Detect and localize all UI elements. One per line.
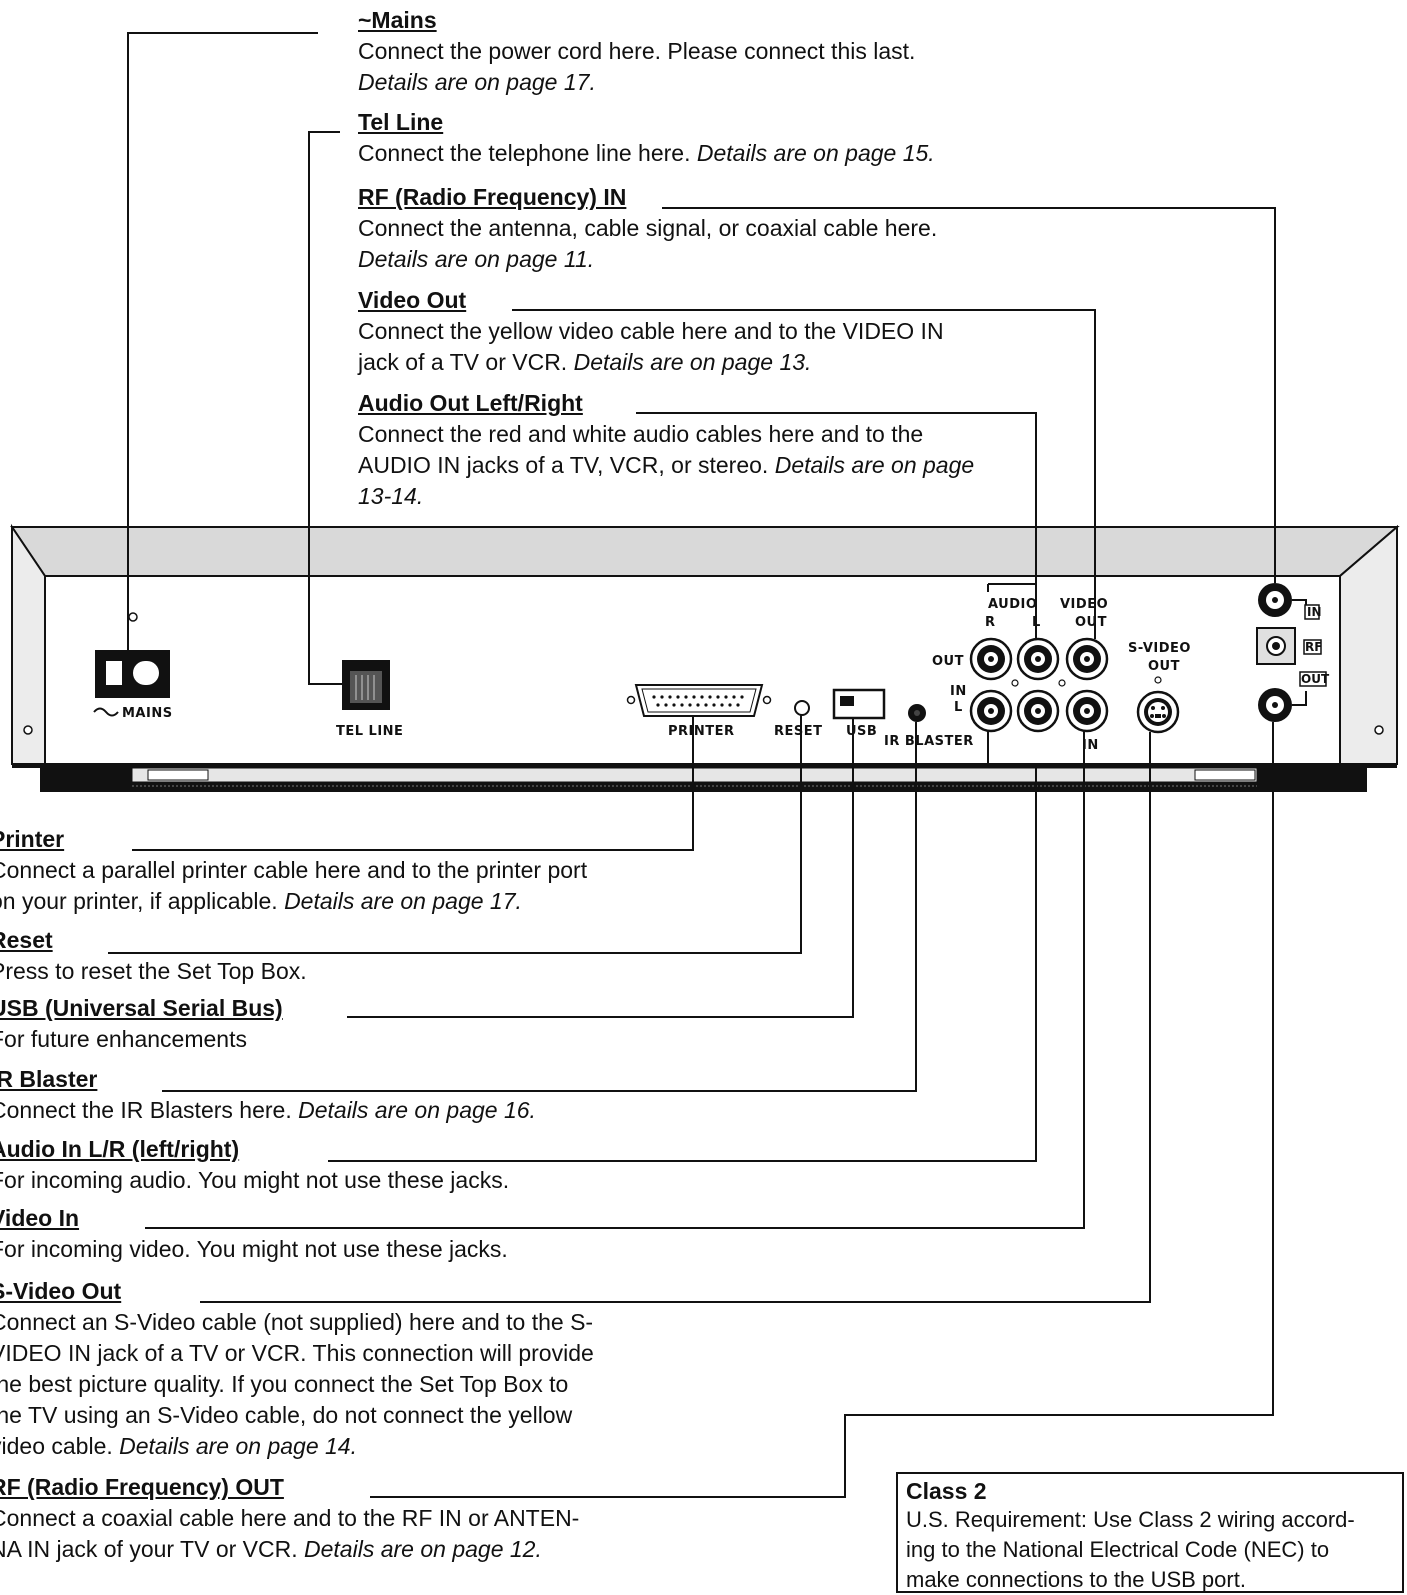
av-jack-labels: AUDIO VIDEO R L OUT OUT IN L IN S-VIDEO … bbox=[932, 583, 1191, 753]
callout-svideo-out: S-Video Out Connect an S-Video cable (no… bbox=[0, 1276, 594, 1462]
ir-blaster-panel-label: IR BLASTER bbox=[884, 734, 974, 749]
callout-printer: Printer Connect a parallel printer cable… bbox=[0, 824, 587, 917]
leader-printer bbox=[132, 716, 694, 851]
audio-r-panel-label: R bbox=[985, 615, 996, 630]
callout-title: Reset bbox=[0, 927, 53, 953]
rf-out-panel-label: OUT bbox=[1301, 672, 1330, 686]
callout-reset: Reset Press to reset the Set Top Box. bbox=[0, 925, 307, 987]
audio-out-l-jack[interactable] bbox=[1016, 637, 1060, 681]
callout-rf-in: RF (Radio Frequency) IN Connect the ante… bbox=[358, 184, 938, 272]
rf-in-panel-label: IN bbox=[1307, 605, 1322, 619]
tel-line-jack[interactable]: TEL LINE bbox=[336, 660, 403, 739]
in-row-panel-label: IN bbox=[950, 684, 967, 699]
callout-video-in: Video In For incoming video. You might n… bbox=[0, 1203, 508, 1265]
leader-rf-out bbox=[370, 722, 1274, 1498]
printer-port[interactable]: PRINTER bbox=[626, 684, 772, 739]
rf-in-connector[interactable]: IN bbox=[1258, 583, 1322, 620]
callout-ir-blaster: IR Blaster Connect the IR Blasters here.… bbox=[0, 1064, 536, 1126]
class2-title: Class 2 bbox=[906, 1478, 987, 1504]
leader-video-in bbox=[145, 731, 1085, 1229]
audio-in-l-jack[interactable] bbox=[1016, 689, 1060, 733]
svideo-out-panel-label: OUT bbox=[1148, 659, 1180, 674]
ir-blaster-jack[interactable]: IR BLASTER bbox=[884, 704, 974, 749]
leader-usb bbox=[347, 718, 854, 1018]
video-in-jack[interactable] bbox=[1065, 689, 1109, 733]
leader-lines bbox=[108, 32, 1276, 1498]
callout-title: Audio In L/R (left/right) bbox=[0, 1136, 240, 1162]
callout-title: Video In bbox=[0, 1205, 80, 1231]
callout-title: IR Blaster bbox=[0, 1066, 98, 1092]
leader-audio-out bbox=[636, 412, 1037, 639]
callout-title: Audio Out Left/Right bbox=[358, 390, 583, 416]
callout-audio-in: Audio In L/R (left/right) For incoming a… bbox=[0, 1134, 509, 1196]
callout-title: RF (Radio Frequency) OUT bbox=[0, 1474, 284, 1500]
usb-panel-label: USB bbox=[846, 724, 877, 739]
callout-audio-out: Audio Out Left/Right Connect the red and… bbox=[358, 390, 975, 509]
rf-out-connector[interactable]: OUT bbox=[1258, 671, 1330, 722]
callout-title: USB (Universal Serial Bus) bbox=[0, 995, 283, 1021]
leader-video-out bbox=[512, 309, 1096, 639]
callout-title: Tel Line bbox=[358, 109, 444, 135]
reset-panel-label: RESET bbox=[774, 724, 823, 739]
leader-svideo-out bbox=[200, 732, 1151, 1303]
reset-button[interactable]: RESET bbox=[774, 700, 823, 739]
svideo-out-jack[interactable] bbox=[1136, 690, 1180, 734]
audio-out-r-jack[interactable] bbox=[969, 637, 1013, 681]
mains-socket[interactable]: MAINS bbox=[93, 650, 173, 721]
set-top-box-rear-panel bbox=[10, 523, 1400, 792]
leader-audio-in bbox=[328, 767, 1037, 1162]
tel-line-panel-label: TEL LINE bbox=[336, 724, 403, 739]
video-in-panel-label: IN bbox=[1082, 738, 1099, 753]
audio-panel-label: AUDIO bbox=[988, 597, 1037, 612]
callout-title: ~Mains bbox=[358, 7, 437, 33]
mains-panel-label: MAINS bbox=[122, 706, 173, 721]
callout-title: S-Video Out bbox=[0, 1278, 122, 1304]
callout-title: Video Out bbox=[358, 287, 467, 313]
callout-mains: ~Mains Connect the power cord here. Plea… bbox=[358, 7, 916, 95]
callout-title: RF (Radio Frequency) IN bbox=[358, 184, 627, 210]
svideo-panel-label: S-VIDEO bbox=[1128, 641, 1191, 656]
callout-usb: USB (Universal Serial Bus) For future en… bbox=[0, 993, 283, 1055]
leader-mains bbox=[127, 32, 318, 690]
out-row-panel-label: OUT bbox=[932, 654, 964, 669]
callout-video-out: Video Out Connect the yellow video cable… bbox=[358, 287, 944, 375]
class2-line: U.S. Requirement: Use Class 2 wiring acc… bbox=[906, 1507, 1355, 1532]
leader-ir-blaster bbox=[162, 722, 917, 1092]
video-out-jack[interactable] bbox=[1065, 637, 1109, 681]
printer-panel-label: PRINTER bbox=[668, 724, 735, 739]
leader-rf-in bbox=[662, 207, 1276, 583]
class2-line: make connections to the USB port. bbox=[906, 1567, 1246, 1592]
callout-tel-line: Tel Line Connect the telephone line here… bbox=[358, 109, 935, 166]
video-out-panel-label: OUT bbox=[1075, 615, 1107, 630]
audio-in-r-jack[interactable] bbox=[969, 689, 1013, 733]
rf-panel-label: RF bbox=[1305, 640, 1322, 654]
in-l-panel-label: L bbox=[954, 700, 963, 715]
leader-audio-in-bracket bbox=[987, 731, 1036, 768]
callout-title: Printer bbox=[0, 826, 65, 852]
video-panel-label: VIDEO bbox=[1060, 597, 1108, 612]
leader-reset bbox=[108, 715, 802, 954]
class2-notice-box: Class 2 U.S. Requirement: Use Class 2 wi… bbox=[896, 1472, 1404, 1593]
callout-rf-out: RF (Radio Frequency) OUT Connect a coaxi… bbox=[0, 1472, 579, 1565]
rf-modulator-switch[interactable]: RF bbox=[1256, 627, 1322, 665]
class2-line: ing to the National Electrical Code (NEC… bbox=[906, 1537, 1330, 1562]
leader-tel-line bbox=[308, 131, 342, 685]
usb-port[interactable]: USB bbox=[832, 688, 886, 739]
